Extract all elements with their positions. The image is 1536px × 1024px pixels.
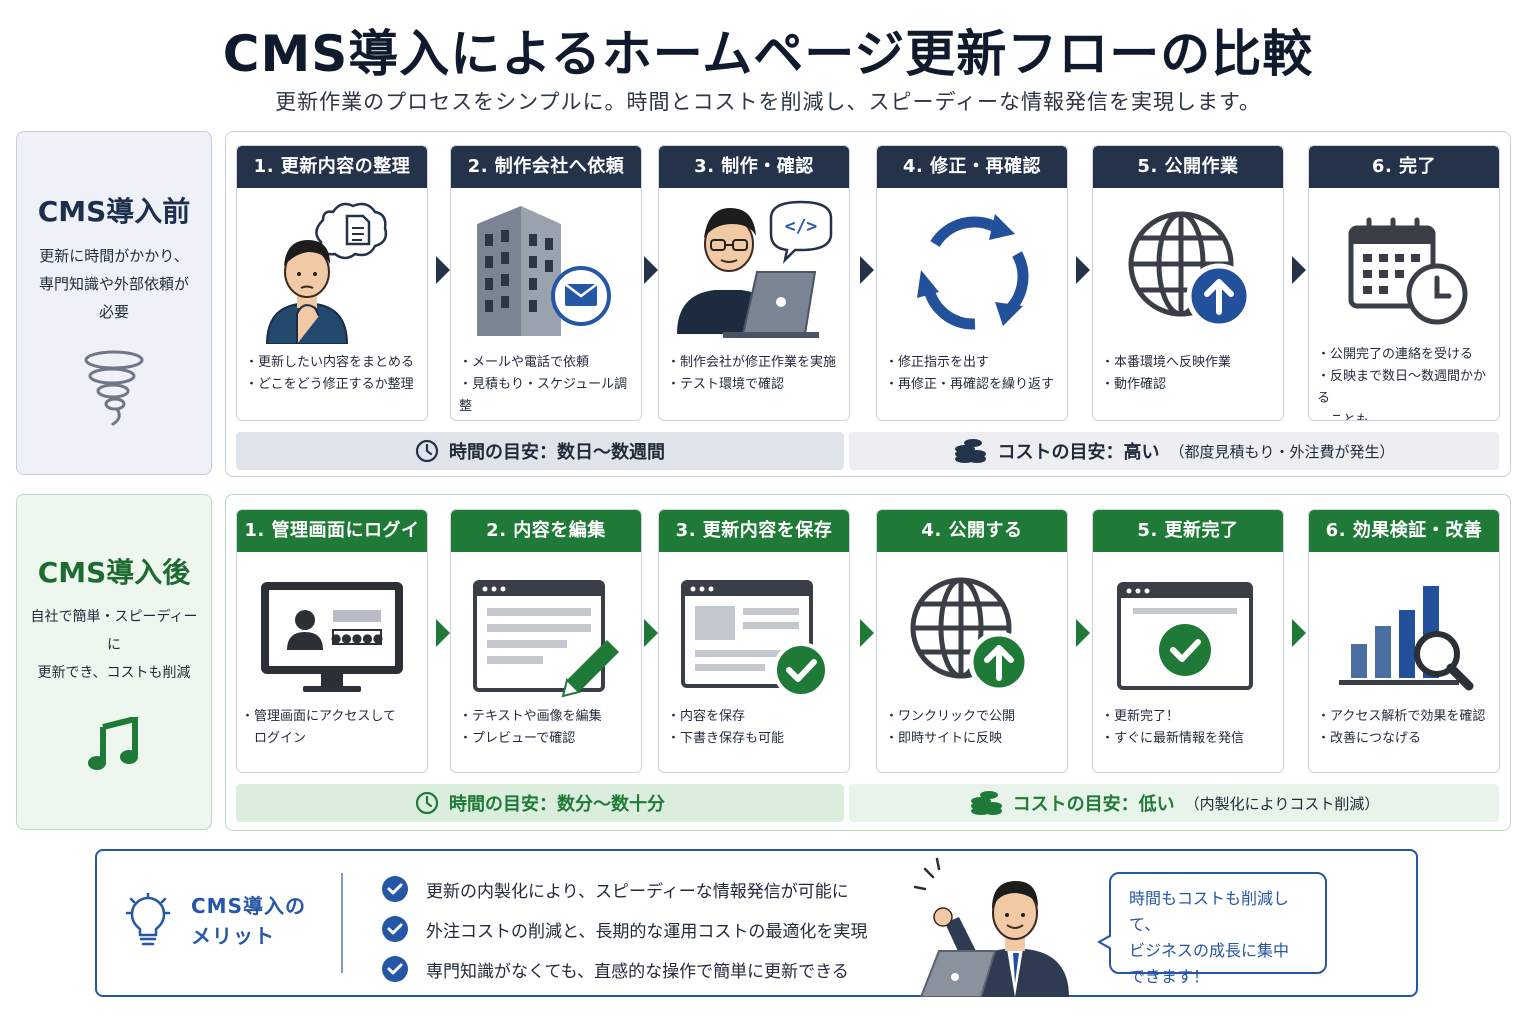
- step-title: 3. 制作・確認: [659, 146, 849, 188]
- step-title: 6. 効果検証・改善: [1309, 510, 1499, 552]
- before-step-5: 5. 公開作業 本番環境へ反映作業 動作確認: [1092, 145, 1284, 421]
- step-title: 5. 公開作業: [1093, 146, 1283, 188]
- speech-bubble: 時間もコストも削減して、 ビジネスの成長に集中 できます！: [1097, 872, 1327, 986]
- benefit-item: 専門知識がなくても、直感的な操作で簡単に更新できる: [382, 949, 867, 989]
- after-label: CMS導入後: [37, 556, 191, 589]
- step-title: 2. 内容を編集: [451, 510, 641, 552]
- chart-search-icon: [1339, 586, 1474, 691]
- before-label-panel: CMS導入前 更新に時間がかかり、 専門知識や外部依頼が 必要: [16, 131, 212, 475]
- coins-icon: [970, 791, 1002, 815]
- step-title: 6. 完了: [1309, 146, 1499, 188]
- step-title: 2. 制作会社へ依頼: [451, 146, 641, 188]
- save-check-icon: [681, 580, 829, 698]
- step-notes: 本番環境へ反映作業 動作確認: [1101, 352, 1277, 396]
- flow-arrow-icon: [860, 256, 874, 284]
- check-circle-icon: [382, 916, 408, 942]
- after-step-2: 2. 内容を編集 テキストや画像を編集 プレビューで確認: [450, 509, 642, 773]
- thinking-person-icon: [265, 202, 388, 344]
- before-step-2: 2. 制作会社へ依頼 メールや電話で依頼 見積もり・スケジュール調整: [450, 145, 642, 421]
- benefits-list: 更新の内製化により、スピーディーな情報発信が可能に 外注コストの削減と、長期的な…: [382, 869, 867, 989]
- before-cost-estimate: コストの目安：高い（都度見積もり・外注費が発生）: [849, 432, 1499, 470]
- before-step-1: 1. 更新内容の整理 更新したい内容をまとめる どこをどう修正するか整理: [236, 145, 428, 421]
- benefits-box: CMS導入の メリット 更新の内製化により、スピーディーな情報発信が可能に 外注…: [95, 849, 1418, 997]
- step-notes: テキストや画像を編集 プレビューで確認: [459, 706, 635, 750]
- before-step-4: 4. 修正・再確認 修正指示を出す 再修正・再確認を繰り返す: [876, 145, 1068, 421]
- benefits-divider: [341, 873, 343, 973]
- step-notes: 公開完了の連絡を受ける 反映まで数日～数週間かかる ことも: [1317, 344, 1493, 420]
- benefit-item: 外注コストの削減と、長期的な運用コストの最適化を実現: [382, 909, 867, 949]
- cycle-arrows-icon: [917, 214, 1029, 330]
- flow-arrow-icon: [644, 619, 658, 647]
- page-subtitle: 更新作業のプロセスをシンプルに。時間とコストを削減し、スピーディーな情報発信を実…: [275, 90, 1261, 114]
- browser-check-icon: [1117, 582, 1253, 690]
- step-title: 1. 管理画面にログイン: [237, 510, 427, 583]
- flow-arrow-icon: [644, 256, 658, 284]
- after-time-estimate: 時間の目安：数分～数十分: [236, 784, 844, 822]
- step-notes: 更新したい内容をまとめる どこをどう修正するか整理: [245, 352, 421, 396]
- step-title: 5. 更新完了: [1093, 510, 1283, 552]
- flow-arrow-icon: [1292, 256, 1306, 284]
- step-notes: 管理画面にアクセスして ログイン: [241, 706, 421, 750]
- flow-arrow-icon: [1292, 619, 1306, 647]
- after-step-3: 3. 更新内容を保存 内容を保存 下書き保存も可能: [658, 509, 850, 773]
- step-title: 3. 更新内容を保存: [659, 510, 849, 552]
- lightbulb-icon: [125, 893, 171, 946]
- benefits-title: CMS導入の メリット: [191, 894, 306, 948]
- svg-text:</>: </>: [785, 216, 818, 237]
- after-flow-panel: 1. 管理画面にログイン ●●●●● 管理画面にアクセスして ログイン 2. 内…: [225, 494, 1511, 831]
- step-notes: 内容を保存 下書き保存も可能: [667, 706, 843, 750]
- after-step-6: 6. 効果検証・改善 アクセス解析で効果を確認 改善につなげる: [1308, 509, 1500, 773]
- coins-icon: [955, 439, 987, 463]
- step-title: 4. 修正・再確認: [877, 146, 1067, 188]
- step-notes: 修正指示を出す 再修正・再確認を繰り返す: [885, 352, 1061, 396]
- after-description: 自社で簡単・スピーディーに 更新でき、コストも削減: [30, 609, 198, 681]
- login-monitor-icon: ●●●●●: [261, 582, 403, 692]
- tornado-icon: [84, 350, 144, 426]
- before-description: 更新に時間がかかり、 専門知識や外部依頼が 必要: [38, 247, 189, 321]
- step-notes: 更新完了！ すぐに最新情報を発信: [1101, 706, 1277, 750]
- page-title: CMS導入によるホームページ更新フローの比較: [222, 25, 1314, 83]
- step-notes: メールや電話で依頼 見積もり・スケジュール調整: [459, 352, 635, 418]
- flow-arrow-icon: [1076, 256, 1090, 284]
- after-step-5: 5. 更新完了 更新完了！ すぐに最新情報を発信: [1092, 509, 1284, 773]
- globe-upload-icon: [910, 577, 1030, 693]
- step-notes: アクセス解析で効果を確認 改善につなげる: [1317, 706, 1493, 750]
- globe-upload-icon: [1128, 211, 1252, 329]
- flow-arrow-icon: [436, 256, 450, 284]
- after-cost-estimate: コストの目安：低い（内製化によりコスト削減）: [849, 784, 1499, 822]
- flow-arrow-icon: [860, 619, 874, 647]
- before-label: CMS導入前: [37, 195, 191, 228]
- after-step-4: 4. 公開する ワンクリックで公開 即時サイトに反映: [876, 509, 1068, 773]
- benefit-item: 更新の内製化により、スピーディーな情報発信が可能に: [382, 869, 867, 909]
- before-step-3: 3. 制作・確認 </> 制作会社が修正作業を実施 テスト環境で確認: [658, 145, 850, 421]
- step-title: 1. 更新内容の整理: [237, 146, 427, 188]
- music-note-icon: [88, 717, 138, 770]
- clock-icon: [415, 439, 439, 463]
- after-label-panel: CMS導入後 自社で簡単・スピーディーに 更新でき、コストも削減: [16, 494, 212, 830]
- before-time-estimate: 時間の目安：数日～数週間: [236, 432, 844, 470]
- before-step-6: 6. 完了 公開完了の連絡を受ける 反映まで数日～数週間かかる ことも: [1308, 145, 1500, 421]
- developer-laptop-icon: </>: [677, 200, 833, 338]
- step-notes: 制作会社が修正作業を実施 テスト環境で確認: [667, 352, 843, 396]
- flow-arrow-icon: [1076, 619, 1090, 647]
- before-flow-panel: 1. 更新内容の整理 更新したい内容をまとめる どこをどう修正するか整理 2. …: [225, 131, 1511, 477]
- businessman-laptop-icon: [913, 857, 1069, 997]
- building-mail-icon: [477, 206, 611, 336]
- check-circle-icon: [382, 876, 408, 902]
- step-notes: ワンクリックで公開 即時サイトに反映: [885, 706, 1061, 750]
- svg-text:●●●●●: ●●●●●: [331, 631, 383, 645]
- calendar-clock-icon: [1348, 217, 1468, 325]
- clock-icon: [415, 791, 439, 815]
- after-step-1: 1. 管理画面にログイン ●●●●● 管理画面にアクセスして ログイン: [236, 509, 428, 773]
- flow-arrow-icon: [436, 619, 450, 647]
- edit-window-icon: [473, 580, 619, 698]
- step-title: 4. 公開する: [877, 510, 1067, 552]
- check-circle-icon: [382, 956, 408, 982]
